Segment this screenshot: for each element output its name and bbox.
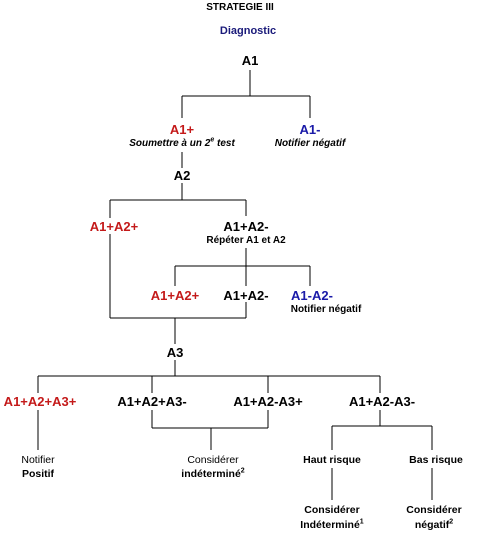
result-indeterminate: indéterminé2 — [181, 467, 245, 480]
outcome-a1a2a3-positive: A1+A2+A3+ — [3, 394, 77, 409]
result-low-risk-negative: négatif2 — [414, 518, 454, 531]
diagram-subtitle: Diagnostic — [219, 25, 277, 37]
result-consider-label: Considérer — [187, 454, 239, 466]
node-repeat-positive: A1+A2+ — [150, 288, 200, 303]
node-repeat-discordant: A1+A2- — [223, 288, 269, 303]
result-notify-label: Notifier — [21, 454, 55, 466]
node-high-risk: Haut risque — [303, 454, 361, 466]
node-a1a2-positive: A1+A2+ — [89, 219, 139, 234]
outcome-a1a2pos-a3neg: A1+A2+A3- — [117, 394, 187, 409]
node-a1-positive-note: Soumettre à un 2e test — [129, 136, 235, 149]
outcome-a1pos-a2neg-a3pos: A1+A2-A3+ — [233, 394, 303, 409]
node-a1-negative: A1- — [299, 122, 321, 137]
outcome-a1pos-a2a3neg: A1+A2-A3- — [348, 394, 416, 409]
node-a3: A3 — [166, 345, 184, 360]
node-a1-negative-note: Notifier négatif — [274, 138, 346, 149]
result-low-risk-consider: Considérer — [406, 504, 462, 516]
result-positive: Positif — [21, 468, 55, 480]
result-high-risk-consider: Considérer — [304, 504, 360, 516]
node-a1a2-discordant-note: Répéter A1 et A2 — [206, 235, 286, 246]
diagram-title: STRATEGIE III — [206, 2, 274, 13]
node-a1a2-discordant: A1+A2- — [223, 219, 269, 234]
node-repeat-negative: A1-A2- — [291, 288, 333, 303]
node-low-risk: Bas risque — [409, 454, 463, 466]
result-high-risk-indeterminate: Indéterminé1 — [300, 518, 364, 531]
node-a2: A2 — [173, 168, 191, 183]
node-a1-positive: A1+ — [169, 122, 195, 137]
node-repeat-negative-note: Notifier négatif — [290, 304, 362, 315]
node-a1: A1 — [241, 53, 259, 68]
